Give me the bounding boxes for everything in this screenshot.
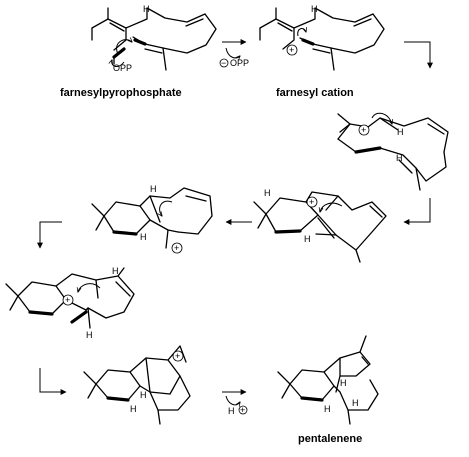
proton-label: H bbox=[228, 406, 235, 416]
structure-farnesyl-cation: H + bbox=[259, 4, 385, 71]
cation-charge: + bbox=[358, 124, 370, 136]
reaction-arrow-6 bbox=[39, 368, 67, 395]
opp-label: OPP bbox=[113, 63, 132, 73]
svg-text:+: + bbox=[289, 45, 294, 55]
leaving-group-label: OPP bbox=[230, 58, 249, 68]
svg-text:−: − bbox=[221, 58, 226, 68]
cation-charge: + bbox=[306, 196, 318, 208]
minus-charge: − bbox=[219, 58, 229, 68]
structure-farnesylpyrophosphate: OPP H bbox=[91, 4, 217, 73]
structure-intermediate-5: H H + bbox=[91, 184, 213, 254]
svg-text:+: + bbox=[174, 243, 179, 253]
h-label: H bbox=[264, 188, 271, 198]
label-pentalenene: pentalenene bbox=[298, 433, 362, 445]
svg-text:+: + bbox=[240, 405, 245, 415]
proton-charge: + bbox=[238, 405, 248, 415]
h-label: H bbox=[311, 4, 318, 14]
h-label: H bbox=[352, 398, 359, 408]
cation-charge: + bbox=[62, 294, 74, 306]
label-farnesylpyrophosphate: farnesylpyrophosphate bbox=[60, 87, 182, 99]
structure-intermediate-7: H H + bbox=[83, 345, 191, 425]
reaction-arrow-5 bbox=[37, 221, 62, 249]
structure-intermediate-4: H H + bbox=[253, 188, 387, 263]
label-farnesyl-cation: farnesyl cation bbox=[276, 87, 354, 99]
h-label: H bbox=[140, 390, 147, 400]
h-label: H bbox=[324, 404, 331, 414]
h-label: H bbox=[396, 153, 403, 163]
h-label: H bbox=[140, 232, 147, 242]
reaction-arrow-2 bbox=[404, 41, 433, 69]
structure-pentalenene: H H H bbox=[277, 335, 379, 425]
reaction-arrow-3 bbox=[403, 198, 431, 225]
cation-charge: + bbox=[171, 242, 183, 254]
svg-text:+: + bbox=[361, 125, 366, 135]
svg-text:+: + bbox=[309, 197, 314, 207]
svg-text:+: + bbox=[175, 351, 180, 361]
structure-humulyl-cation: H H + bbox=[337, 112, 449, 191]
h-label: H bbox=[130, 404, 137, 414]
h-label: H bbox=[397, 127, 404, 137]
h-label: H bbox=[340, 378, 347, 388]
structure-intermediate-6: H H + bbox=[5, 266, 135, 340]
cation-charge: + bbox=[172, 350, 184, 362]
h-label: H bbox=[143, 4, 150, 14]
h-label: H bbox=[304, 234, 311, 244]
svg-text:+: + bbox=[65, 295, 70, 305]
h-label: H bbox=[150, 184, 157, 194]
h-label: H bbox=[86, 330, 93, 340]
h-label: H bbox=[112, 266, 119, 276]
cation-charge: + bbox=[286, 44, 298, 56]
